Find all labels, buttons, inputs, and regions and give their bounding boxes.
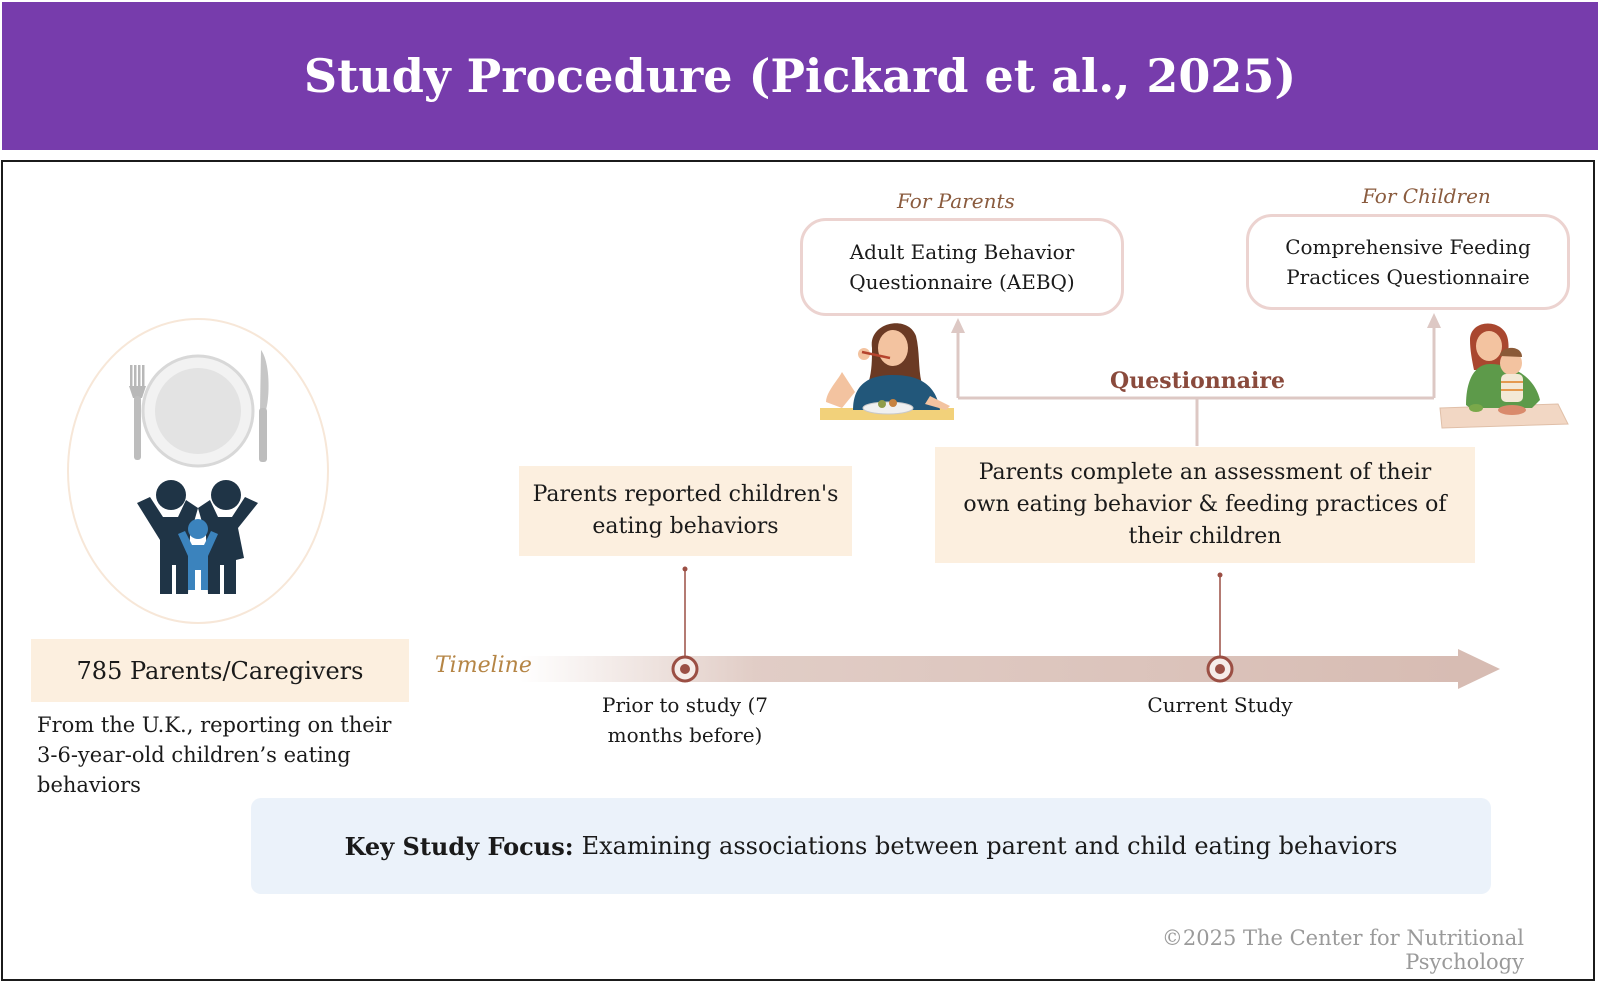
key-focus-heading: Key Study Focus:: [344, 831, 574, 861]
for-children-caption: For Children: [1362, 184, 1491, 208]
copyright: ©2025 The Center for Nutritional Psychol…: [1161, 926, 1524, 974]
prior-event-text: Parents reported children's eating behav…: [532, 482, 839, 539]
key-focus-text: Examining associations between parent an…: [581, 832, 1398, 860]
participants-description: From the U.K., reporting on their 3-6-ye…: [37, 713, 392, 797]
timeline-arrow: [520, 649, 1500, 689]
plate-cutlery-icon: [67, 318, 329, 624]
current-event-text: Parents complete an assessment of their …: [963, 460, 1447, 549]
cfpq-text: Comprehensive Feeding Practices Question…: [1285, 235, 1531, 289]
current-event-label: Current Study: [1147, 693, 1293, 717]
prior-event-box: Parents reported children's eating behav…: [519, 466, 852, 556]
aebq-box: Adult Eating Behavior Questionnaire (AEB…: [800, 218, 1124, 316]
event-marker-current: [1206, 572, 1234, 683]
mother-eating-icon: [820, 323, 954, 420]
page-title: Study Procedure (Pickard et al., 2025): [303, 49, 1297, 103]
key-focus-box: Key Study Focus: Examining associations …: [251, 798, 1491, 894]
for-parents-caption: For Parents: [897, 189, 1015, 213]
header-banner: Study Procedure (Pickard et al., 2025): [2, 2, 1598, 150]
timeline-label: Timeline: [435, 653, 532, 678]
questionnaire-label: Questionnaire: [1100, 368, 1295, 394]
cfpq-box: Comprehensive Feeding Practices Question…: [1246, 214, 1570, 310]
event-marker-prior: [671, 566, 699, 683]
questionnaire-connector: [956, 325, 1436, 446]
participants-count-box: 785 Parents/Caregivers: [31, 639, 409, 702]
participants-count: 785 Parents/Caregivers: [76, 656, 364, 685]
diagram-frame: [1, 160, 1595, 981]
aebq-text: Adult Eating Behavior Questionnaire (AEB…: [849, 240, 1075, 294]
current-event-box: Parents complete an assessment of their …: [935, 447, 1475, 563]
family-icon: [137, 480, 258, 594]
parent-feeding-child-icon: [1439, 323, 1569, 429]
prior-event-label: Prior to study (7 months before): [602, 693, 768, 747]
